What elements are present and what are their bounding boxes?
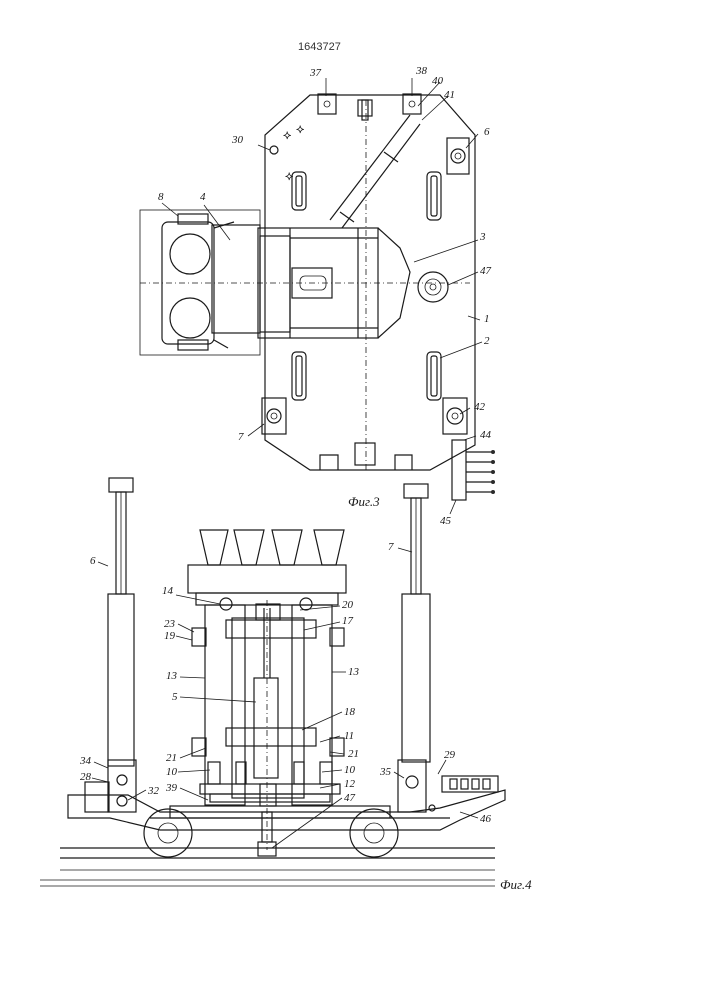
column-13-left [205, 605, 245, 805]
callout-40: 40 [432, 75, 444, 87]
callout-30: 30 [231, 134, 244, 146]
callout-45: 45 [440, 515, 452, 527]
callout-13-right: 13 [348, 666, 360, 678]
plate-12 [200, 784, 340, 794]
callout-10-right: 10 [344, 764, 356, 776]
callout-8: 8 [158, 191, 164, 203]
callout-5: 5 [172, 691, 178, 703]
callout-47-fig3: 47 [480, 265, 492, 277]
callout-42: 42 [474, 401, 486, 413]
callout-7-fig4: 7 [388, 541, 394, 553]
callout-23: 23 [164, 618, 176, 630]
housing-4 [212, 225, 260, 333]
figure-3-caption: Фиг.3 [348, 494, 380, 509]
jack-7 [402, 484, 430, 762]
callout-44: 44 [480, 429, 492, 441]
jack-mount-6 [447, 138, 469, 174]
slot-2a [292, 172, 306, 210]
bracket-37 [318, 94, 336, 114]
callout-46: 46 [480, 813, 492, 825]
callout-18: 18 [344, 706, 356, 718]
callout-11: 11 [344, 730, 354, 742]
callout-7-fig3: 7 [238, 431, 244, 443]
callout-1: 1 [484, 313, 490, 325]
callout-19: 19 [164, 630, 176, 642]
pin-14 [220, 598, 232, 610]
callout-37: 37 [309, 67, 322, 79]
hole-30 [270, 146, 278, 154]
figure-4-caption: Фиг.4 [500, 877, 532, 892]
chassis-frame [68, 790, 505, 830]
center-guide [232, 618, 304, 798]
figure-3: ✦ ✦ ✦ [140, 65, 495, 527]
callout-29: 29 [444, 749, 456, 761]
wheel-47 [418, 272, 448, 302]
column-13-right [292, 605, 332, 805]
callout-10-left: 10 [166, 766, 178, 778]
terminal-block-44 [452, 440, 495, 500]
svg-text:✦: ✦ [296, 125, 304, 136]
upper-head [188, 530, 346, 605]
roller-21-left [192, 738, 206, 756]
slot-2d [427, 352, 441, 400]
callout-17: 17 [342, 615, 354, 627]
callout-21-right: 21 [348, 748, 359, 760]
shoe-18 [226, 728, 316, 746]
callout-41: 41 [444, 89, 455, 101]
callout-28: 28 [80, 771, 92, 783]
shoe-17 [226, 620, 316, 638]
callout-47-fig4: 47 [344, 792, 356, 804]
svg-text:✦: ✦ [283, 131, 291, 142]
callout-4: 4 [200, 191, 206, 203]
callout-6-fig3: 6 [484, 126, 490, 138]
roller-19-left [192, 628, 206, 646]
callout-32: 32 [147, 785, 160, 797]
cylinder-41 [330, 115, 420, 228]
callout-35: 35 [379, 766, 392, 778]
callout-20: 20 [342, 599, 354, 611]
jack-6 [108, 478, 134, 766]
block-35 [398, 760, 426, 812]
slot-2c [292, 352, 306, 400]
callout-2: 2 [484, 335, 490, 347]
figure-4: 6 7 14 20 23 19 17 13 13 5 18 11 21 21 1… [40, 478, 532, 892]
callout-39: 39 [165, 782, 178, 794]
callout-38: 38 [415, 65, 428, 77]
wheel-left [144, 809, 192, 857]
callout-12: 12 [344, 778, 356, 790]
callout-13-left: 13 [166, 670, 178, 682]
callout-6-fig4: 6 [90, 555, 96, 567]
callout-34: 34 [79, 755, 92, 767]
callout-14: 14 [162, 585, 174, 597]
wheel-right [350, 809, 398, 857]
bracket-38 [403, 94, 421, 114]
slot-2b [427, 172, 441, 220]
patent-number: 1643727 [298, 41, 341, 53]
callout-3: 3 [479, 231, 486, 243]
block-28 [85, 782, 109, 812]
callout-21-left: 21 [166, 752, 177, 764]
